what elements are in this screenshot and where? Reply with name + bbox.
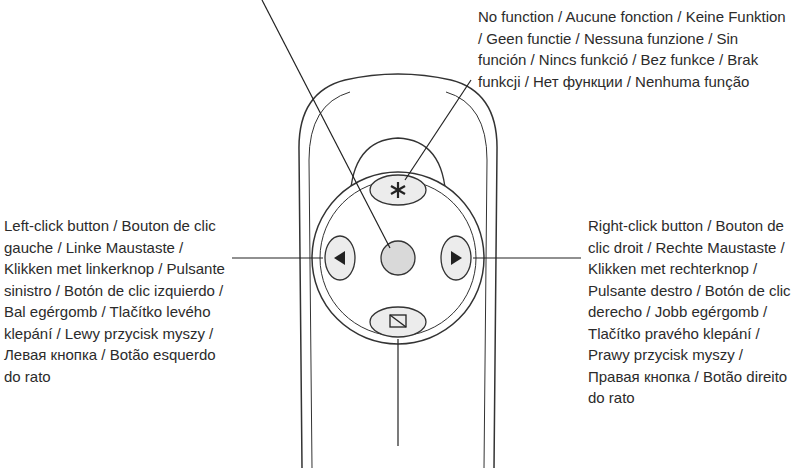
screen-button xyxy=(370,307,426,337)
right-click-label: Right-click button / Bouton de clic droi… xyxy=(588,215,792,409)
no-function-label: No function / Aucune fonction / Keine Fu… xyxy=(478,6,790,92)
star-symbol xyxy=(391,182,405,198)
center-button xyxy=(381,241,415,275)
star-button xyxy=(370,175,426,205)
left-click-label: Left-click button / Bouton de clic gauch… xyxy=(4,215,230,387)
right-button xyxy=(441,236,471,280)
screen-symbol xyxy=(390,315,406,327)
button-pad xyxy=(312,172,484,344)
left-button xyxy=(325,236,355,280)
remote-body xyxy=(299,74,497,468)
right-arrow-symbol xyxy=(451,251,462,265)
left-arrow-symbol xyxy=(334,251,345,265)
